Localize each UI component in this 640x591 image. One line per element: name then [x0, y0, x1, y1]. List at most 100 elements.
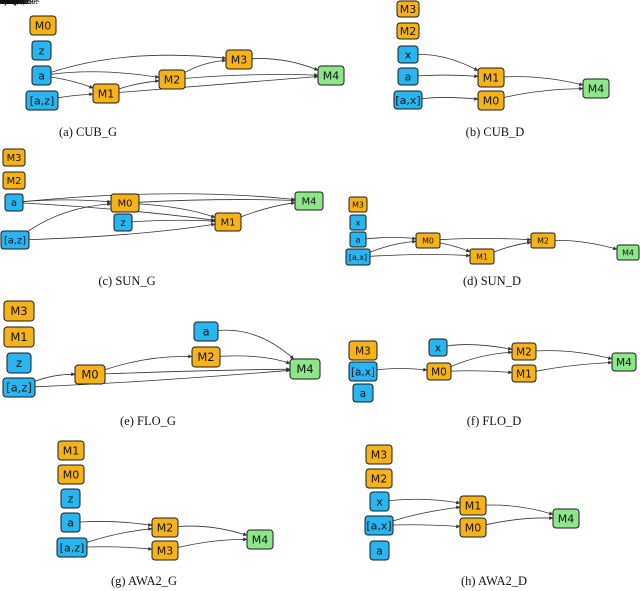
node-m3: M3: [365, 444, 393, 465]
node-label: a: [360, 388, 366, 400]
edge-az-to-m0: [28, 202, 112, 232]
node-box: [110, 193, 140, 213]
node-box: [477, 67, 505, 88]
node-m4: M4: [246, 529, 274, 550]
node-box: [396, 0, 420, 18]
node-m0: M0: [477, 90, 505, 111]
edge-x-to-m2: [446, 344, 513, 351]
edge-label: FC+ReLU+DropOut: [0, 0, 28, 4]
node-box: [246, 529, 274, 550]
edges: FC+LeakyReLU+DropOutFC+ReLUFC+ReLUFC+Lea…: [0, 0, 618, 258]
edge-z-to-m1: [131, 218, 216, 223]
node-box: [426, 362, 452, 381]
node-box: [29, 15, 57, 36]
node-box: [214, 212, 242, 232]
edge-az-to-m0: [34, 372, 76, 382]
edge-label: FC+ReLU: [0, 0, 10, 3]
edge-label: FC+LeakyReLU: [0, 0, 20, 3]
edge-label: FC+ReLU+DropOut: [0, 0, 30, 6]
edge-label: FC+ReLU+DropOut: [0, 0, 31, 6]
edge-label: FC+LeakyReLU+DropOut: [0, 0, 40, 4]
node-m0: M0: [415, 232, 441, 249]
edge-label: FC+LeakyReLU: [0, 0, 21, 3]
edge-ax-to-m1: [392, 505, 461, 522]
node-label: z: [68, 493, 74, 506]
node-label: a: [202, 325, 209, 339]
node-label: M4: [558, 513, 575, 526]
node-label: M1: [63, 445, 80, 458]
edges: FC+ReLU+DropOutFC+ReLUFC+ReLUFC+ReLU+Dro…: [0, 0, 554, 529]
node-box: [365, 444, 393, 465]
node-box: [396, 22, 420, 40]
edge-label: FC+ReLU+DropOut: [0, 0, 26, 3]
edge-label: FC+LeakyReLU: [0, 0, 23, 3]
node-box: [3, 300, 35, 322]
node-label: M1: [10, 330, 27, 344]
node-label: M4: [296, 362, 313, 376]
edge-label: FC+ReLU: [0, 0, 14, 5]
edge-label: FC+ReLU: [0, 0, 10, 4]
node-label: [a,z]: [4, 236, 26, 247]
node-m0: M0: [110, 193, 140, 213]
node-box: [530, 232, 556, 249]
panel-a-cub-g: FC+ReLUFC+ReLUFC+ReLUFC+ReLUFC+ReLUFC+Re…: [0, 0, 345, 111]
node-m0: M0: [74, 364, 106, 385]
node-m2: M2: [396, 22, 420, 40]
node-label: M1: [483, 72, 500, 85]
node-m1: M1: [57, 440, 85, 461]
node-m3: M3: [2, 148, 26, 167]
panel-h-awa2-d: FC+ReLU+DropOutFC+ReLUFC+ReLUFC+ReLU+Dro…: [0, 0, 580, 561]
edge-label: FC+LeakyReLU: [0, 0, 23, 6]
node-box: [364, 515, 394, 536]
edge-label: FC+ReLU: [0, 0, 10, 2]
node-label: M2: [197, 350, 214, 364]
node-box: [25, 90, 59, 111]
edge-label: FC+ReLU+DropOut: [0, 0, 30, 3]
node-label: M2: [7, 176, 22, 187]
node-label: z: [120, 218, 125, 229]
edge-label: FC+ReLU: [0, 0, 14, 6]
node-a: a: [397, 67, 419, 86]
node-z: z: [6, 352, 32, 374]
node-box: [60, 512, 81, 533]
node-label: z: [16, 356, 22, 370]
node-m3: M3: [348, 196, 368, 213]
node-m3: M3: [225, 49, 253, 70]
node-a-z: [a,z]: [56, 537, 88, 558]
edges: FC+LeakyReLUFC+LeakyReLUFC+LeakyReLUFC+L…: [0, 0, 584, 101]
node-label: M2: [537, 236, 549, 245]
node-label: M4: [302, 197, 317, 208]
node-m4: M4: [582, 78, 610, 99]
edge-a-to-m2: [50, 71, 160, 79]
edge-label: FC+LeakyReLU: [0, 0, 20, 3]
node-label: M0: [431, 366, 447, 378]
node-label: a: [356, 235, 361, 244]
edge-m2-to-m4: [219, 355, 291, 365]
edge-label: FC+LeakyReLU: [0, 0, 21, 2]
node-label: M0: [422, 236, 434, 245]
edge-m2-to-m4: [535, 350, 613, 360]
node-m1: M1: [477, 67, 505, 88]
edge-label: FC+ReLU: [0, 0, 14, 5]
edge-label: FC+ReLU: [0, 0, 14, 3]
node-m2: M2: [151, 517, 179, 538]
edge-x-to-m1: [417, 53, 479, 71]
edge-az-to-m1: [28, 222, 216, 240]
edges: FC+ReLUFC+ReLUFC+ReLUFC+ReLUFC+ReLUFC+Re…: [0, 0, 319, 99]
node-m4: M4: [294, 191, 324, 211]
node-label: M3: [157, 545, 174, 558]
node-label: a: [67, 517, 74, 530]
node-label: M2: [371, 473, 388, 486]
edge-a-to-m2: [79, 521, 153, 527]
node-a: a: [369, 540, 390, 561]
edge-label: FC+ReLU+DropOut: [0, 0, 30, 6]
node-m2: M2: [2, 171, 26, 190]
node-m4: M4: [552, 508, 580, 529]
edge-az-to-m1: [57, 92, 94, 99]
edge-m1-to-m4: [485, 504, 554, 516]
edge-m0-to-m4: [503, 86, 584, 98]
node-box: [2, 148, 26, 167]
